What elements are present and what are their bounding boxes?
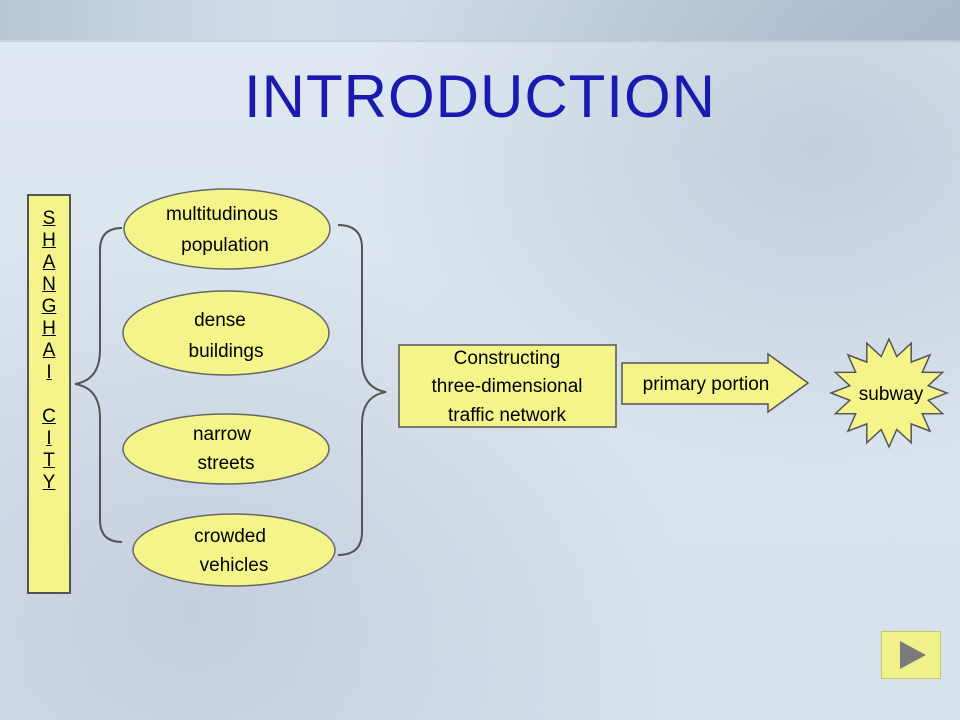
- city-letter: I: [46, 362, 52, 383]
- result-line1: Constructing: [454, 348, 561, 369]
- next-slide-button[interactable]: [881, 631, 941, 679]
- city-letter: A: [42, 340, 56, 361]
- city-letter: H: [42, 230, 56, 251]
- city-letter: H: [42, 318, 56, 339]
- right-brace: [337, 224, 387, 556]
- slide-title: INTRODUCTION: [244, 63, 716, 130]
- factor-line1: crowded: [194, 526, 266, 547]
- arrow-label: primary portion: [643, 374, 770, 395]
- city-letter: T: [43, 450, 55, 471]
- city-vertical-label: S H A N G H A I C I T Y: [27, 194, 71, 594]
- factor-line1: multitudinous: [166, 204, 278, 225]
- factor-node: narrow streets: [122, 413, 330, 485]
- city-letter: S: [42, 208, 56, 229]
- factor-node: multitudinous population: [123, 188, 331, 270]
- left-brace: [74, 227, 123, 543]
- factor-line1: dense: [194, 310, 246, 331]
- top-band: [0, 0, 960, 42]
- play-arrow-icon: [900, 641, 926, 669]
- subway-burst: subway: [828, 337, 950, 449]
- factor-node: crowded vehicles: [132, 513, 336, 587]
- city-letter: C: [42, 406, 56, 427]
- factor-line2: streets: [197, 453, 254, 474]
- city-letter: N: [42, 274, 56, 295]
- city-letter: A: [42, 252, 56, 273]
- primary-portion-arrow: primary portion: [621, 352, 810, 414]
- factor-line2: vehicles: [200, 555, 269, 576]
- result-line3: traffic network: [448, 405, 566, 426]
- factor-node: dense buildings: [122, 290, 330, 376]
- factor-line2: buildings: [189, 341, 264, 362]
- city-letter: Y: [42, 472, 56, 493]
- factor-line2: population: [181, 235, 269, 256]
- city-letter: I: [46, 428, 52, 449]
- burst-label: subway: [859, 384, 924, 405]
- city-letter: G: [41, 296, 57, 317]
- factor-line1: narrow: [193, 424, 251, 445]
- result-box: Constructing three-dimensional traffic n…: [398, 344, 617, 428]
- result-line2: three-dimensional: [431, 376, 582, 397]
